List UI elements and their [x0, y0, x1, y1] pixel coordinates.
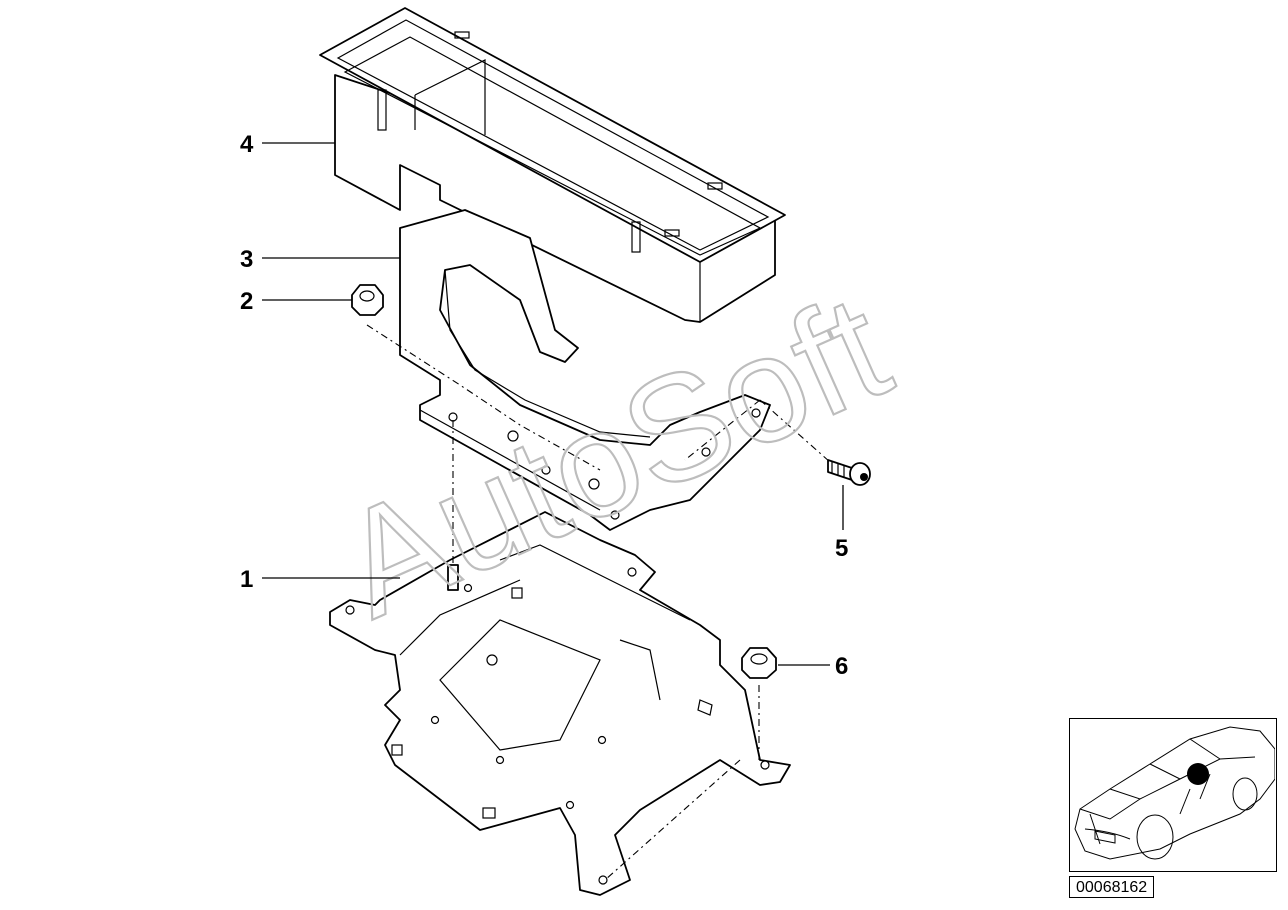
part-3-bracket	[399, 209, 771, 531]
callout-6: 6	[835, 653, 848, 680]
part-2-nut	[351, 284, 384, 316]
part-1-base-plate	[329, 511, 791, 896]
part-5-screw	[827, 459, 871, 486]
assembly-lines	[366, 324, 831, 881]
callout-1: 1	[240, 566, 253, 593]
leader-lines	[262, 142, 844, 666]
callout-4: 4	[240, 131, 254, 158]
callout-5: 5	[835, 535, 848, 562]
part-6-nut	[741, 647, 777, 679]
part-4-tray	[319, 7, 786, 323]
callout-3: 3	[240, 246, 253, 273]
car-location-box	[1069, 718, 1277, 872]
car-location-icon	[1074, 726, 1276, 860]
callout-2: 2	[240, 288, 253, 315]
diagram-id-label: 00068162	[1069, 876, 1155, 898]
